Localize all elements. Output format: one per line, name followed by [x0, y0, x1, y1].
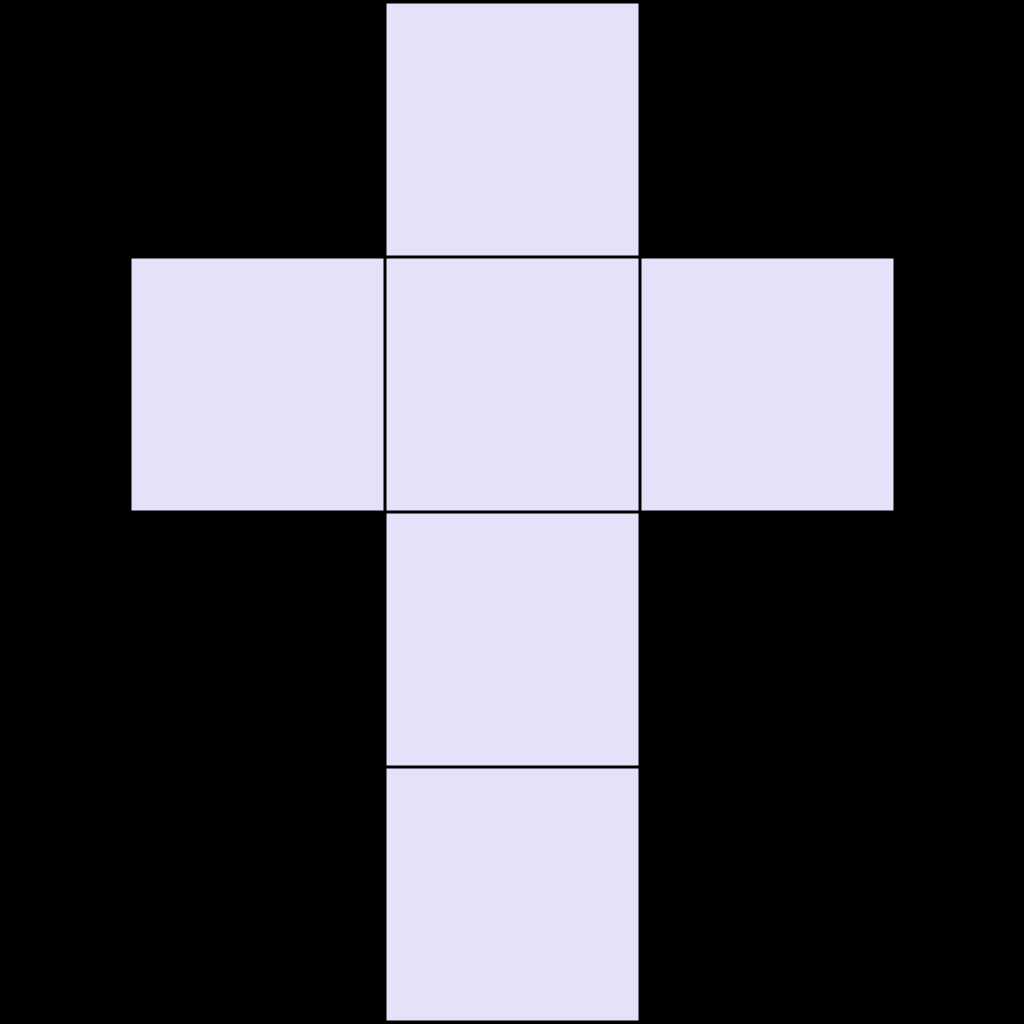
net-faces: [128, 0, 897, 1024]
face-top: [383, 0, 642, 259]
face-bottom: [383, 765, 642, 1024]
face-left: [128, 255, 387, 514]
face-center: [383, 255, 642, 514]
face-right: [638, 255, 897, 514]
face-lower: [383, 510, 642, 769]
